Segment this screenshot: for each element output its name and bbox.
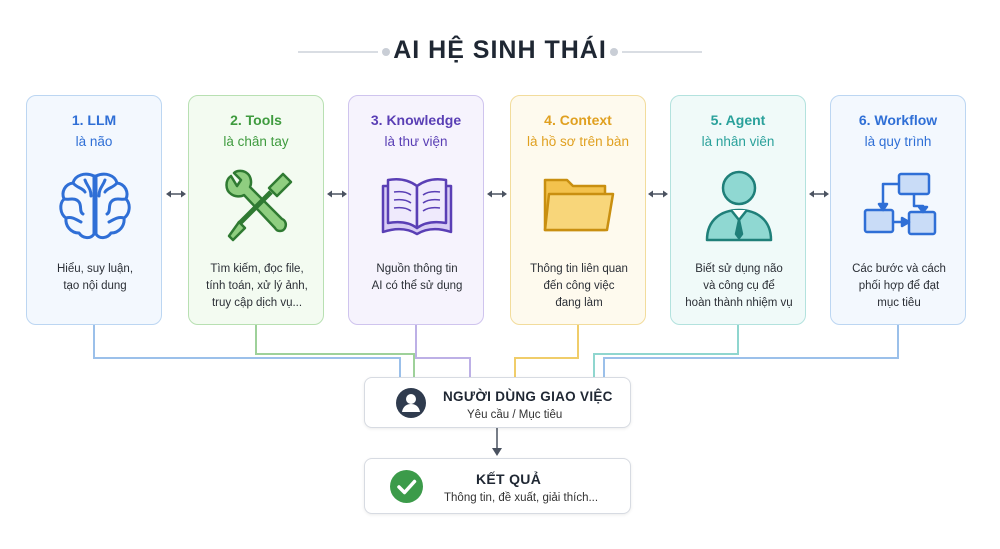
book-icon xyxy=(381,178,453,236)
card-description: Tìm kiếm, đọc file, tính toán, xử lý ảnh… xyxy=(206,263,308,309)
title-area: AI HỆ SINH THÁI xyxy=(0,30,1000,72)
card-description: Thông tin liên quan đến công việc đang l… xyxy=(530,263,628,309)
card-title: 4. Context xyxy=(544,112,612,128)
card-title: 6. Workflow xyxy=(858,112,938,128)
card-knowledge: 3. Knowledge là thư viện Nguồn thông tin… xyxy=(348,95,484,325)
card-description: Nguồn thông tin AI có thể sử dụng xyxy=(371,263,463,292)
connector-llm xyxy=(93,325,401,378)
page-title: AI HỆ SINH THÁI xyxy=(393,36,607,64)
connector-context xyxy=(514,325,579,378)
result-box-subtitle: Thông tin, đề xuất, giải thích... xyxy=(444,492,599,504)
flow-arrow-head xyxy=(492,448,502,456)
card-llm: 1. LLM là não Hiểu, suy luận, tạo nội du… xyxy=(26,95,162,325)
card-tools: 2. Tools là chân tay Tìm kiếm, đọc file,… xyxy=(188,95,324,325)
user-box-title: NGƯỜI DÙNG GIAO VIỆC xyxy=(443,389,613,404)
brain-icon xyxy=(59,172,131,240)
title-divider-right xyxy=(622,51,702,53)
person-icon xyxy=(705,170,773,242)
user-avatar-icon xyxy=(396,388,426,418)
double-arrow-icon xyxy=(809,190,829,198)
title-dot-right xyxy=(610,48,618,56)
workflow-icon xyxy=(863,172,937,236)
card-context: 4. Context là hồ sơ trên bàn Thông tin l… xyxy=(510,95,646,325)
card-subtitle: là chân tay xyxy=(223,134,289,149)
card-subtitle: là não xyxy=(75,134,113,149)
double-arrow-icon xyxy=(487,190,507,198)
card-subtitle: là thư viện xyxy=(384,134,448,149)
connector-tools xyxy=(255,325,415,378)
card-title: 1. LLM xyxy=(71,112,117,128)
user-box-subtitle: Yêu cầu / Mục tiêu xyxy=(467,409,563,421)
connector-agent xyxy=(593,325,739,378)
card-subtitle: là hồ sơ trên bàn xyxy=(527,134,629,149)
card-subtitle: là nhân viên xyxy=(701,134,775,149)
result-box: KẾT QUẢ Thông tin, đề xuất, giải thích..… xyxy=(364,458,631,514)
user-task-box: NGƯỜI DÙNG GIAO VIỆC Yêu cầu / Mục tiêu xyxy=(364,377,631,428)
title-dot-left xyxy=(382,48,390,56)
folder-icon xyxy=(543,178,615,232)
double-arrow-icon xyxy=(327,190,347,198)
card-description: Biết sử dụng não và công cụ để hoàn thàn… xyxy=(685,263,793,309)
card-workflow: 6. Workflow là quy trình Các bước và các… xyxy=(830,95,966,325)
card-title: 2. Tools xyxy=(230,112,282,128)
tools-icon xyxy=(225,169,293,242)
double-arrow-icon xyxy=(648,190,668,198)
card-title: 3. Knowledge xyxy=(370,112,462,128)
card-subtitle: là quy trình xyxy=(864,134,932,149)
connector-knowledge xyxy=(415,325,471,378)
double-arrow-icon xyxy=(166,190,186,198)
check-circle-icon xyxy=(390,470,423,503)
connector-workflow xyxy=(603,325,899,378)
card-description: Các bước và cách phối hợp để đạt mục tiê… xyxy=(852,263,946,309)
card-description: Hiểu, suy luận, tạo nội dung xyxy=(56,263,134,292)
result-box-title: KẾT QUẢ xyxy=(476,471,542,487)
card-title: 5. Agent xyxy=(710,112,766,128)
title-divider-left xyxy=(298,51,378,53)
card-agent: 5. Agent là nhân viên Biết sử dụng não v… xyxy=(670,95,806,325)
